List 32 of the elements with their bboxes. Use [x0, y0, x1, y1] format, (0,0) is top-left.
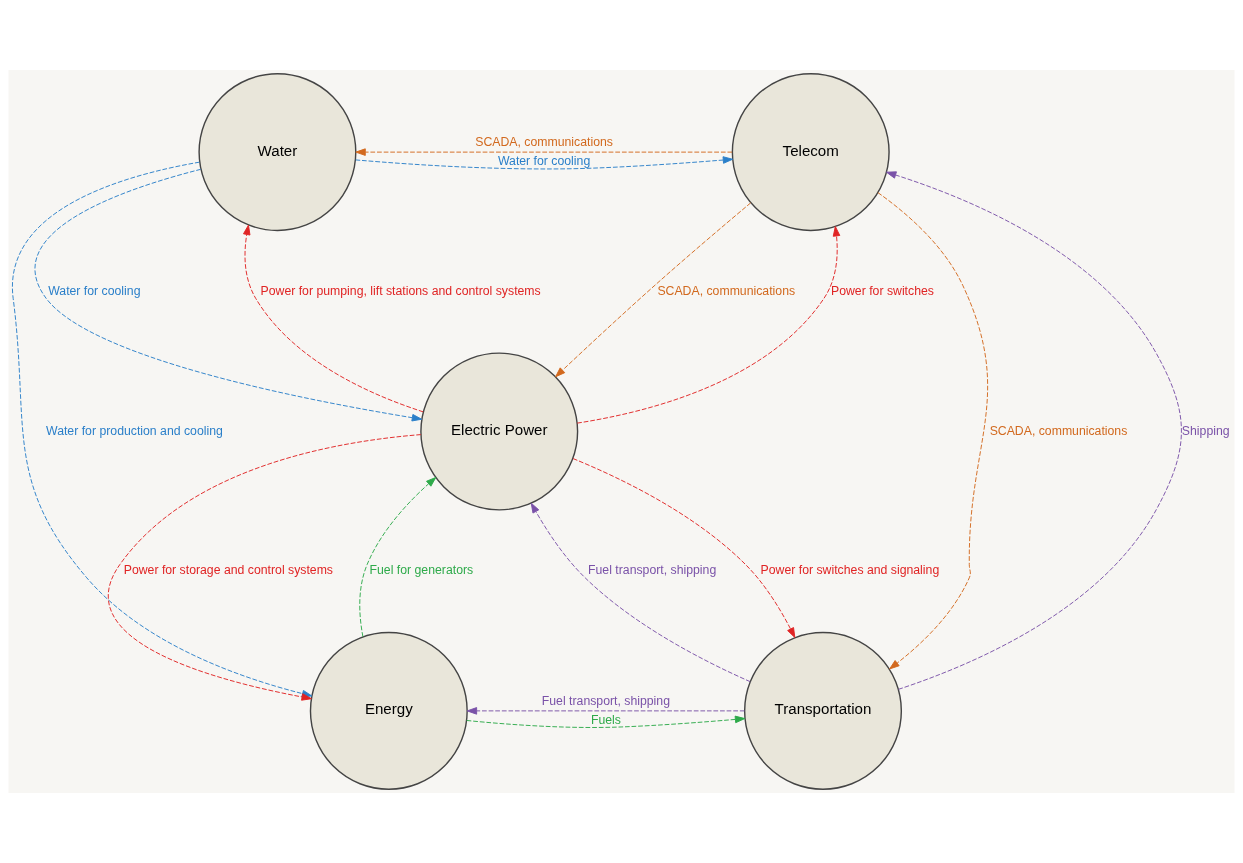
edge-label: Water for cooling	[497, 153, 591, 168]
arrow	[877, 192, 989, 670]
edge-label: Fuel transport, shipping	[541, 693, 670, 708]
node-circle: Electric Power	[420, 352, 579, 511]
arrow	[355, 156, 734, 170]
edge-label: Power for switches and signaling	[760, 563, 940, 578]
edge-label: SCADA, communications	[475, 134, 613, 149]
edge-label: Water for cooling	[48, 284, 141, 299]
edge-label: Shipping	[1181, 423, 1230, 438]
edge-label: SCADA, communications	[657, 284, 796, 299]
edge-label: SCADA, communications	[989, 423, 1128, 438]
arrow	[359, 477, 437, 638]
arrow	[530, 502, 751, 683]
arrow	[886, 171, 1182, 690]
edge-label: Fuel transport, shipping	[588, 563, 717, 578]
edge-label: Power for pumping, lift stations and control systems	[260, 284, 541, 299]
arrow	[466, 715, 746, 728]
arrow	[243, 224, 424, 413]
arrow	[555, 202, 752, 378]
arrow	[355, 148, 733, 156]
arrow	[34, 168, 423, 422]
edge-label: Water for production and cooling	[46, 423, 223, 438]
node-circle: Telecom	[731, 73, 890, 232]
edge-label: Power for switches	[830, 284, 934, 299]
edge-label: Fuel for generators	[369, 563, 474, 578]
edge-label: Fuels	[590, 712, 621, 727]
edge-label: Power for storage and control systems	[123, 563, 334, 578]
node-circle: Water	[198, 73, 357, 232]
arrow	[572, 458, 796, 638]
arrow	[466, 707, 745, 715]
node-circle: Energy	[309, 631, 468, 790]
arrow	[576, 226, 841, 424]
